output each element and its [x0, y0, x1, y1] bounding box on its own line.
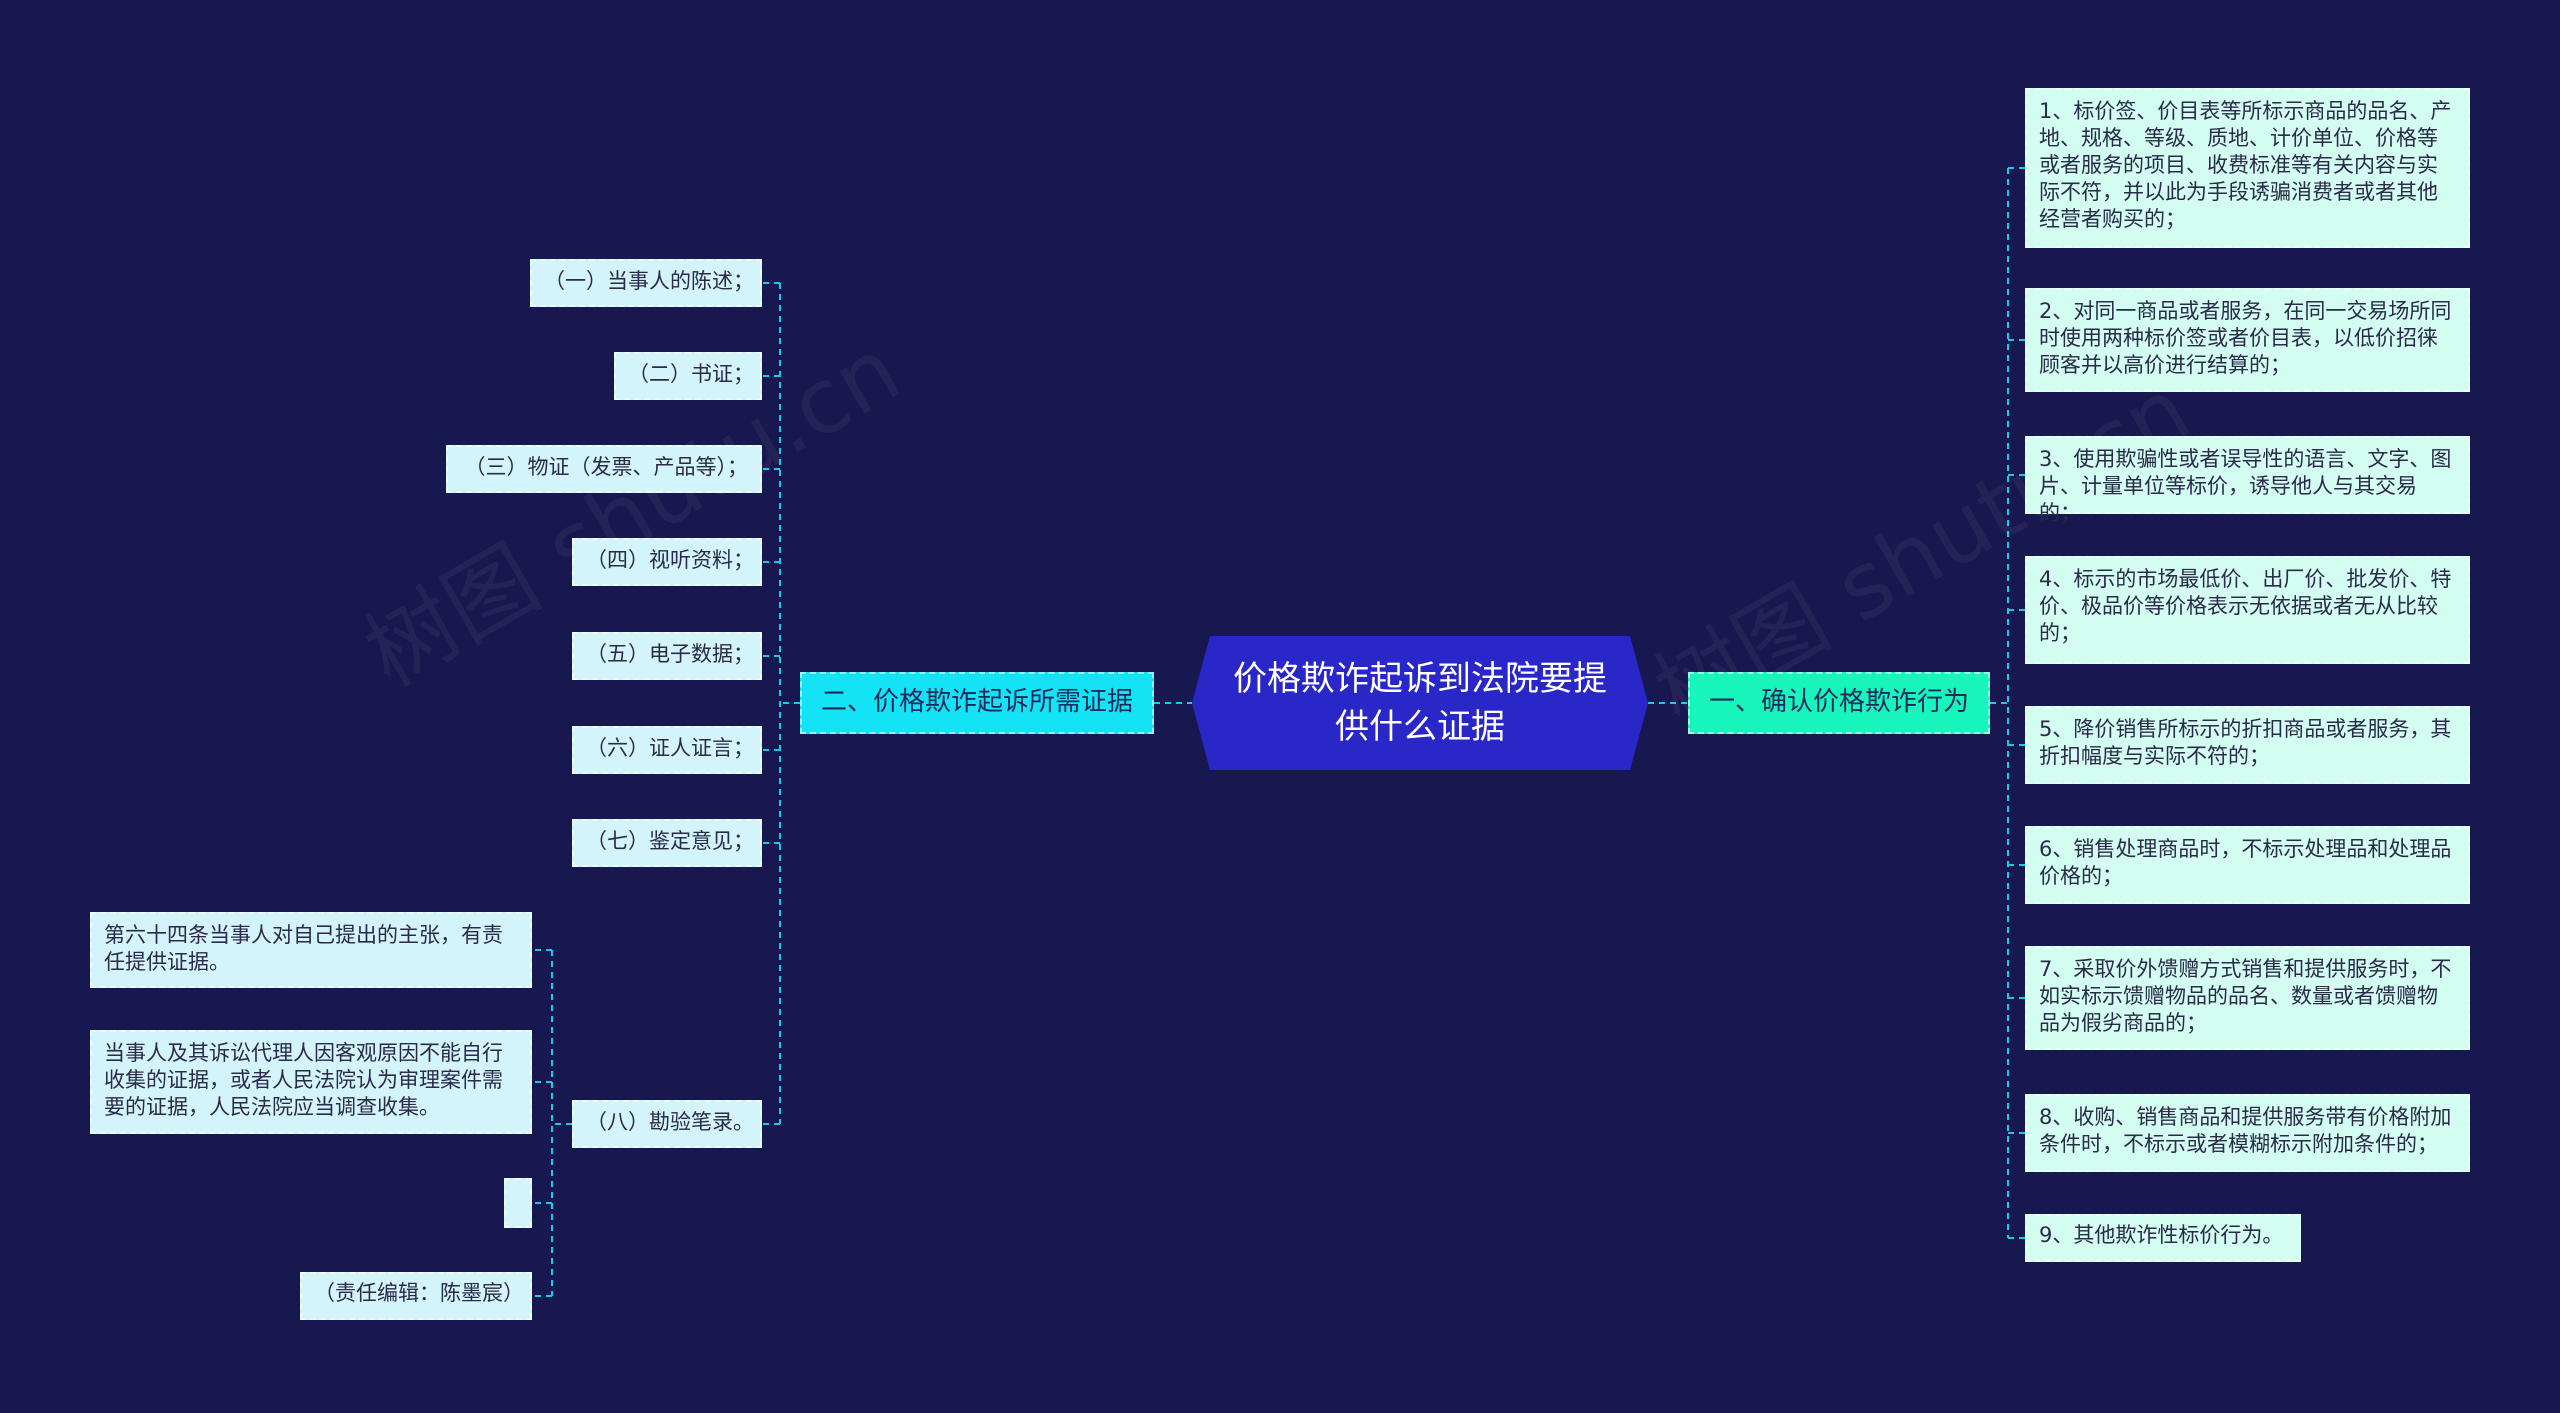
fraud-item[interactable]: 7、采取价外馈赠方式销售和提供服务时，不如实标示馈赠物品的品名、数量或者馈赠物品…	[2025, 946, 2470, 1050]
editor-note[interactable]: （责任编辑：陈墨宸）	[300, 1272, 532, 1320]
evidence-item[interactable]: （二）书证；	[614, 352, 762, 400]
inspection-note[interactable]: 当事人及其诉讼代理人因客观原因不能自行收集的证据，或者人民法院认为审理案件需要的…	[90, 1030, 532, 1134]
inspection-note-empty[interactable]	[504, 1178, 532, 1228]
evidence-item[interactable]: （六）证人证言；	[572, 726, 762, 774]
fraud-item[interactable]: 3、使用欺骗性或者误导性的语言、文字、图片、计量单位等标价，诱导他人与其交易的；	[2025, 436, 2470, 525]
evidence-item[interactable]: （七）鉴定意见；	[572, 819, 762, 867]
fraud-item[interactable]: 1、标价签、价目表等所标示商品的品名、产地、规格、等级、质地、计价单位、价格等或…	[2025, 88, 2470, 248]
fraud-item[interactable]: 8、收购、销售商品和提供服务带有价格附加条件时，不标示或者模糊标示附加条件的；	[2025, 1094, 2470, 1172]
inspection-note[interactable]: 第六十四条当事人对自己提出的主张，有责任提供证据。	[90, 912, 532, 988]
evidence-item[interactable]: （三）物证（发票、产品等）；	[446, 445, 762, 493]
root-topic[interactable]: 价格欺诈起诉到法院要提供什么证据	[1192, 636, 1648, 770]
fraud-item[interactable]: 6、销售处理商品时，不标示处理品和处理品价格的；	[2025, 826, 2470, 904]
fraud-item[interactable]: 9、其他欺诈性标价行为。	[2025, 1214, 2301, 1262]
branch-evidence[interactable]: 二、价格欺诈起诉所需证据	[800, 672, 1154, 734]
evidence-item[interactable]: （一）当事人的陈述；	[530, 259, 762, 307]
evidence-item[interactable]: （八）勘验笔录。	[572, 1100, 762, 1148]
evidence-item[interactable]: （五）电子数据；	[572, 632, 762, 680]
fraud-item[interactable]: 4、标示的市场最低价、出厂价、批发价、特价、极品价等价格表示无依据或者无从比较的…	[2025, 556, 2470, 664]
branch-fraud-behaviors[interactable]: 一、确认价格欺诈行为	[1688, 672, 1990, 734]
evidence-item[interactable]: （四）视听资料；	[572, 538, 762, 586]
fraud-item[interactable]: 5、降价销售所标示的折扣商品或者服务，其折扣幅度与实际不符的；	[2025, 706, 2470, 784]
fraud-item[interactable]: 2、对同一商品或者服务，在同一交易场所同时使用两种标价签或者价目表，以低价招徕顾…	[2025, 288, 2470, 392]
